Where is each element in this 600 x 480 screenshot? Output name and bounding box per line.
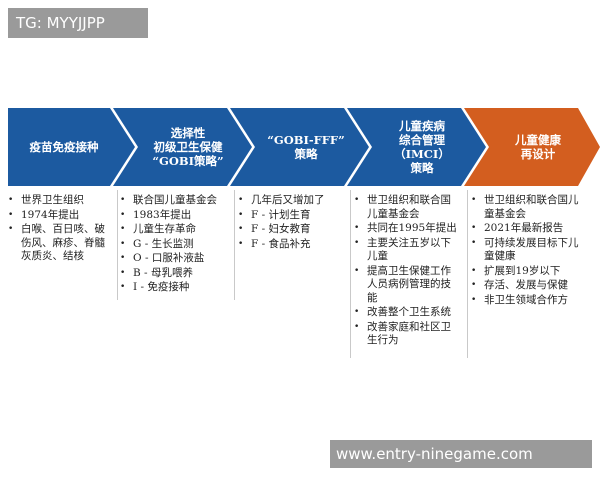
stage-3-title: “GOBI-FFF” 策略 xyxy=(267,133,345,161)
bullet-item: 非卫生领域合作方 xyxy=(469,294,585,308)
bullet-item: 1974年提出 xyxy=(6,209,110,223)
bullet-item: 扩展到19岁以下 xyxy=(469,265,585,279)
chevron-1 xyxy=(8,108,135,186)
stage-1-bullets: 世界卫生组织 1974年提出 白喉、百日咳、破伤风、麻疹、脊髓灰质炎、结核 xyxy=(6,194,110,265)
bullet-item: 提高卫生保健工作人员病例管理的技能 xyxy=(352,265,460,306)
divider-4 xyxy=(467,190,468,358)
stage-2-bullets: 联合国儿童基金会 1983年提出 儿童生存革命 G - 生长监测 O - 口服补… xyxy=(118,194,230,296)
bullet-item: F - 食品补充 xyxy=(236,238,346,252)
bullet-item: 白喉、百日咳、破伤风、麻疹、脊髓灰质炎、结核 xyxy=(6,223,110,264)
bullet-item: 2021年最新报告 xyxy=(469,222,585,236)
divider-3 xyxy=(350,190,351,358)
chevron-5 xyxy=(464,108,600,186)
stage-4-bullets: 世卫组织和联合国儿童基金会 共同在1995年提出 主要关注五岁以下儿童 提高卫生… xyxy=(352,194,460,349)
chevron-3 xyxy=(230,108,369,186)
bullet-item: 几年后又增加了 xyxy=(236,194,346,208)
bullet-item: 主要关注五岁以下儿童 xyxy=(352,237,460,264)
chevron-4 xyxy=(347,108,486,186)
bullet-item: 世界卫生组织 xyxy=(6,194,110,208)
bullet-item: F - 妇女教育 xyxy=(236,223,346,237)
bullet-item: G - 生长监测 xyxy=(118,238,230,252)
bullet-item: 改善家庭和社区卫生行为 xyxy=(352,321,460,348)
stage-5-title: 儿童健康 再设计 xyxy=(515,133,561,161)
stage-5-bullets: 世卫组织和联合国儿童基金会 2021年最新报告 可持续发展目标下儿童健康 扩展到… xyxy=(469,194,585,308)
chevron-flow xyxy=(8,108,600,186)
stage-2-title: 选择性 初级卫生保健 “GOBI策略” xyxy=(152,126,224,168)
stage-4-title: 儿童疾病 综合管理 （IMCI） 策略 xyxy=(394,119,450,175)
bullet-item: 联合国儿童基金会 xyxy=(118,194,230,208)
bullet-item: B - 母乳喂养 xyxy=(118,267,230,281)
stage-3-bullets: 几年后又增加了 F - 计划生育 F - 妇女教育 F - 食品补充 xyxy=(236,194,346,252)
bullet-item: 世卫组织和联合国儿童基金会 xyxy=(469,194,585,221)
watermark-top: TG: MYYJJPP xyxy=(8,8,148,38)
bullet-item: 世卫组织和联合国儿童基金会 xyxy=(352,194,460,221)
bullet-item: F - 计划生育 xyxy=(236,209,346,223)
bullet-item: 共同在1995年提出 xyxy=(352,222,460,236)
bullet-item: 存活、发展与保健 xyxy=(469,279,585,293)
bullet-item: 儿童生存革命 xyxy=(118,223,230,237)
bullet-item: I - 免疫接种 xyxy=(118,281,230,295)
bullet-item: 改善整个卫生系统 xyxy=(352,306,460,320)
chevron-2 xyxy=(113,108,252,186)
bullet-item: 可持续发展目标下儿童健康 xyxy=(469,237,585,264)
bullet-item: 1983年提出 xyxy=(118,209,230,223)
watermark-bottom: www.entry-ninegame.com xyxy=(330,440,592,468)
stage-1-title: 疫苗免疫接种 xyxy=(29,140,99,154)
divider-2 xyxy=(234,190,235,300)
bullet-item: O - 口服补液盐 xyxy=(118,252,230,266)
